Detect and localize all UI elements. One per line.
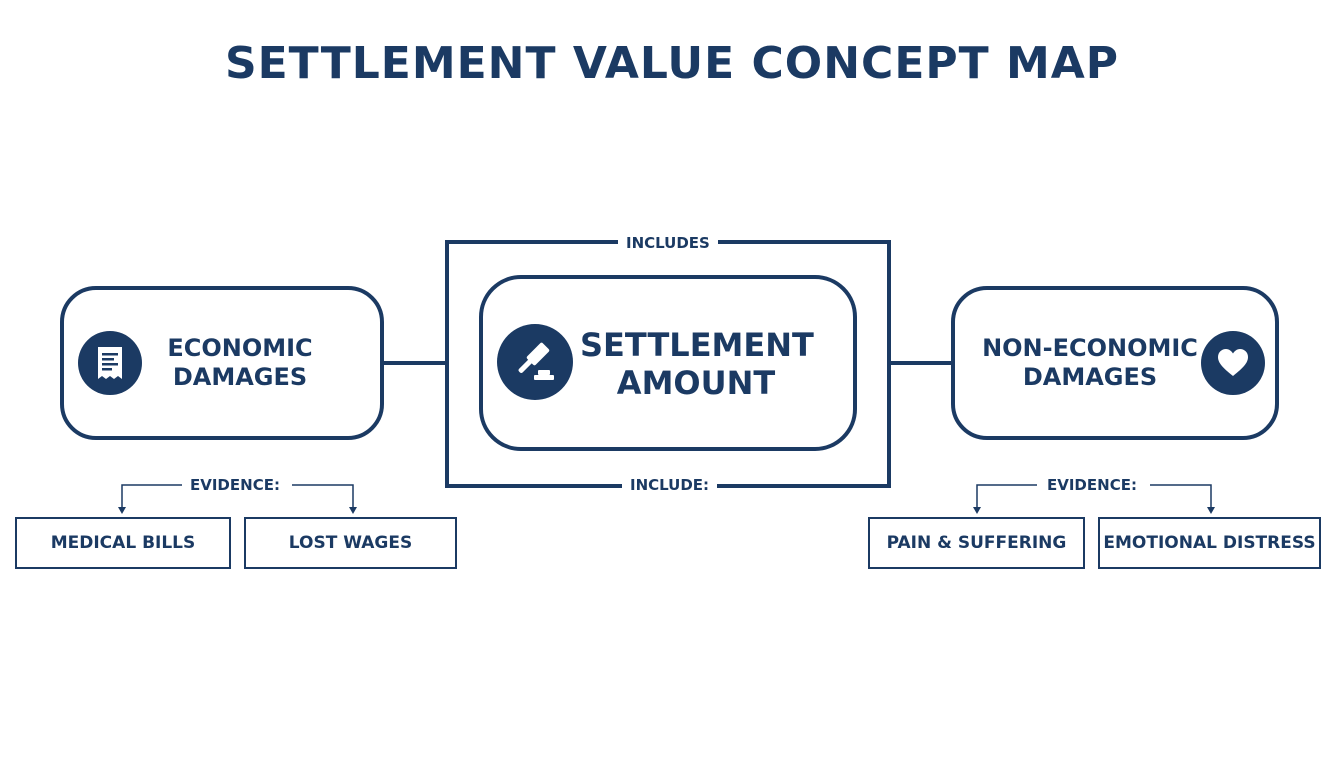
left-evidence-label: EVIDENCE: xyxy=(182,476,288,494)
pain-suffering-box: PAIN & SUFFERING xyxy=(868,517,1085,569)
non-economic-damages-label: NON-ECONOMIC DAMAGES xyxy=(970,334,1210,392)
page-title: SETTLEMENT VALUE CONCEPT MAP xyxy=(224,38,1120,89)
include-label: INCLUDE: xyxy=(622,476,718,494)
settlement-amount-line2: AMOUNT xyxy=(616,364,776,403)
economic-damages-label: ECONOMIC DAMAGES xyxy=(150,334,330,392)
economic-damages-line1: ECONOMIC xyxy=(167,334,313,362)
right-evidence-label: EVIDENCE: xyxy=(1039,476,1145,494)
emotional-distress-box: EMOTIONAL DISTRESS xyxy=(1098,517,1321,569)
settlement-amount-line1: SETTLEMENT xyxy=(580,326,814,364)
heart-icon xyxy=(1201,331,1265,395)
left-arrowhead-1 xyxy=(118,507,126,514)
settlement-amount-label: SETTLEMENT AMOUNT xyxy=(580,326,814,403)
gavel-icon xyxy=(497,324,573,400)
receipt-icon xyxy=(78,331,142,395)
left-evidence-arrows xyxy=(121,484,354,508)
right-arrowhead-1 xyxy=(973,507,981,514)
left-arrowhead-2 xyxy=(349,507,357,514)
right-arrowhead-2 xyxy=(1207,507,1215,514)
medical-bills-box: MEDICAL BILLS xyxy=(15,517,231,569)
non-economic-damages-line1: NON-ECONOMIC xyxy=(982,334,1198,362)
settlement-amount-shape xyxy=(479,275,857,451)
right-evidence-arrows xyxy=(976,484,1212,508)
lost-wages-box: LOST WAGES xyxy=(244,517,457,569)
non-economic-damages-line2: DAMAGES xyxy=(1022,362,1158,391)
includes-label: INCLUDES xyxy=(618,234,718,252)
economic-damages-line2: DAMAGES xyxy=(172,362,308,391)
